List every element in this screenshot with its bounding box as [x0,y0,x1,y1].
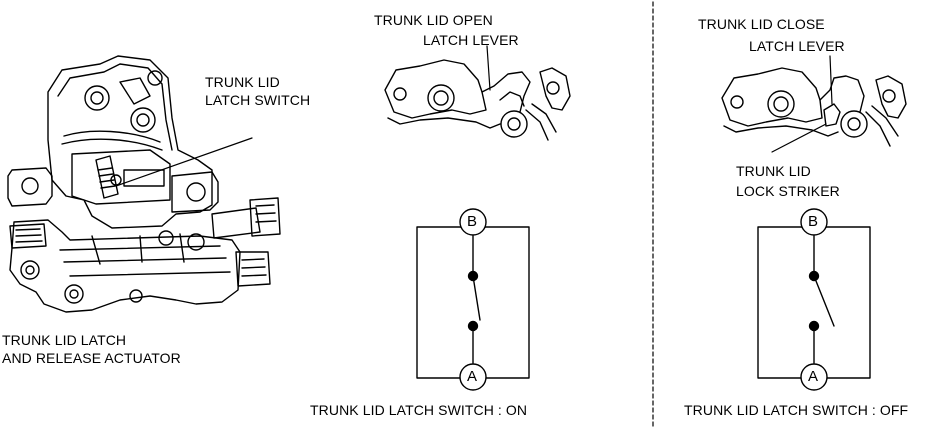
latch-switch-label-line2: LATCH SWITCH [205,92,311,108]
switch-off-contact-dot-lower [808,320,820,332]
switch-on-terminal-b [459,208,487,236]
switch-on-caption: TRUNK LID LATCH SWITCH : ON [310,402,528,418]
actuator-caption-line1: TRUNK LID LATCH [2,332,127,348]
close-lever-label-line2: LATCH LEVER [749,38,845,54]
switch-on-terminal-a [459,363,487,391]
switch-off-terminal-a-label: A [808,368,819,385]
open-lever-label-line1: TRUNK LID OPEN [374,12,493,28]
switch-off-terminal-a [800,363,828,391]
open-latch-illustration [384,45,571,141]
latch-actuator-illustration [7,55,281,313]
switch-on-terminal-b-label: B [467,213,478,230]
switch-on-circuit [416,208,530,391]
switch-on-terminal-a-label: A [467,368,478,385]
switch-off-contact-open [813,275,835,327]
switch-on-contact-dot-upper [467,270,479,282]
latch-switch-label-line1: TRUNK LID [205,74,280,90]
switch-off-contact-dot-upper [808,270,820,282]
actuator-caption-line2: AND RELEASE ACTUATOR [2,350,181,366]
striker-label-line2: LOCK STRIKER [736,183,840,199]
open-lever-label-line2: LATCH LEVER [423,32,519,48]
switch-off-terminal-b-label: B [808,213,819,230]
switch-off-caption: TRUNK LID LATCH SWITCH : OFF [684,402,909,418]
switch-off-terminal-b [800,208,828,236]
switch-off-circuit [757,208,871,391]
close-latch-illustration [721,55,907,153]
switch-on-contact-dot-lower [467,320,479,332]
switch-on-contact-closed [472,275,481,321]
close-lever-label-line1: TRUNK LID CLOSE [698,16,825,32]
striker-label-line1: TRUNK LID [736,163,811,179]
